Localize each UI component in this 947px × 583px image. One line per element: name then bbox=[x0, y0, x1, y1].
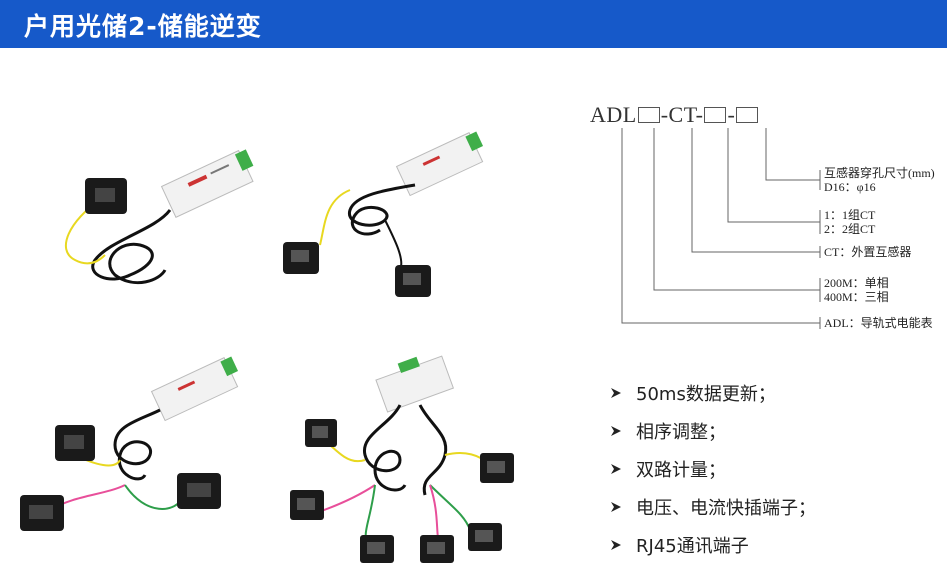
model-code-separator: - bbox=[727, 102, 736, 127]
arrowhead-bullet-icon bbox=[610, 501, 622, 513]
feature-text: 双路计量； bbox=[636, 460, 726, 481]
list-item: 电压、电流快插端子； bbox=[610, 488, 816, 526]
product-photo-multi-ct bbox=[290, 355, 514, 563]
feature-list: 50ms数据更新； 相序调整； 双路计量； 电压、电流快插端子； RJ45通讯端… bbox=[610, 374, 816, 564]
model-code-prefix: ADL bbox=[590, 102, 637, 127]
feature-text: 相序调整； bbox=[636, 422, 726, 443]
feature-text: 50ms数据更新； bbox=[636, 384, 776, 405]
list-item: 50ms数据更新； bbox=[610, 374, 816, 412]
page-title: 户用光储2-储能逆变 bbox=[24, 12, 262, 41]
list-item: 相序调整； bbox=[610, 412, 816, 450]
product-photo-two-ct bbox=[283, 131, 484, 297]
model-code: ADL -CT-- bbox=[590, 102, 759, 128]
header-banner: 户用光储2-储能逆变 bbox=[0, 0, 947, 48]
legend-rail-meter: ADL：导轨式电能表 bbox=[824, 316, 933, 330]
arrowhead-bullet-icon bbox=[610, 387, 622, 399]
code-slot-aperture bbox=[736, 107, 759, 123]
product-photo-three-ct bbox=[20, 356, 239, 531]
legend-phase: 200M：单相 400M：三相 bbox=[824, 276, 889, 304]
product-photo-single-ct bbox=[64, 149, 254, 285]
arrowhead-bullet-icon bbox=[610, 463, 622, 475]
model-code-separator: -CT- bbox=[660, 102, 704, 127]
list-item: 双路计量； bbox=[610, 450, 816, 488]
legend-aperture-size: 互感器穿孔尺寸(mm) D16：φ16 bbox=[824, 166, 935, 194]
code-slot-ct-count bbox=[704, 107, 727, 123]
arrowhead-bullet-icon bbox=[610, 425, 622, 437]
list-item: RJ45通讯端子 bbox=[610, 526, 816, 564]
legend-ct-count: 1：1组CT 2：2组CT bbox=[824, 208, 876, 236]
legend-external-ct: CT：外置互感器 bbox=[824, 245, 912, 259]
feature-text: RJ45通讯端子 bbox=[636, 536, 749, 557]
feature-text: 电压、电流快插端子； bbox=[636, 498, 816, 519]
code-slot-phase bbox=[637, 107, 660, 123]
arrowhead-bullet-icon bbox=[610, 539, 622, 551]
